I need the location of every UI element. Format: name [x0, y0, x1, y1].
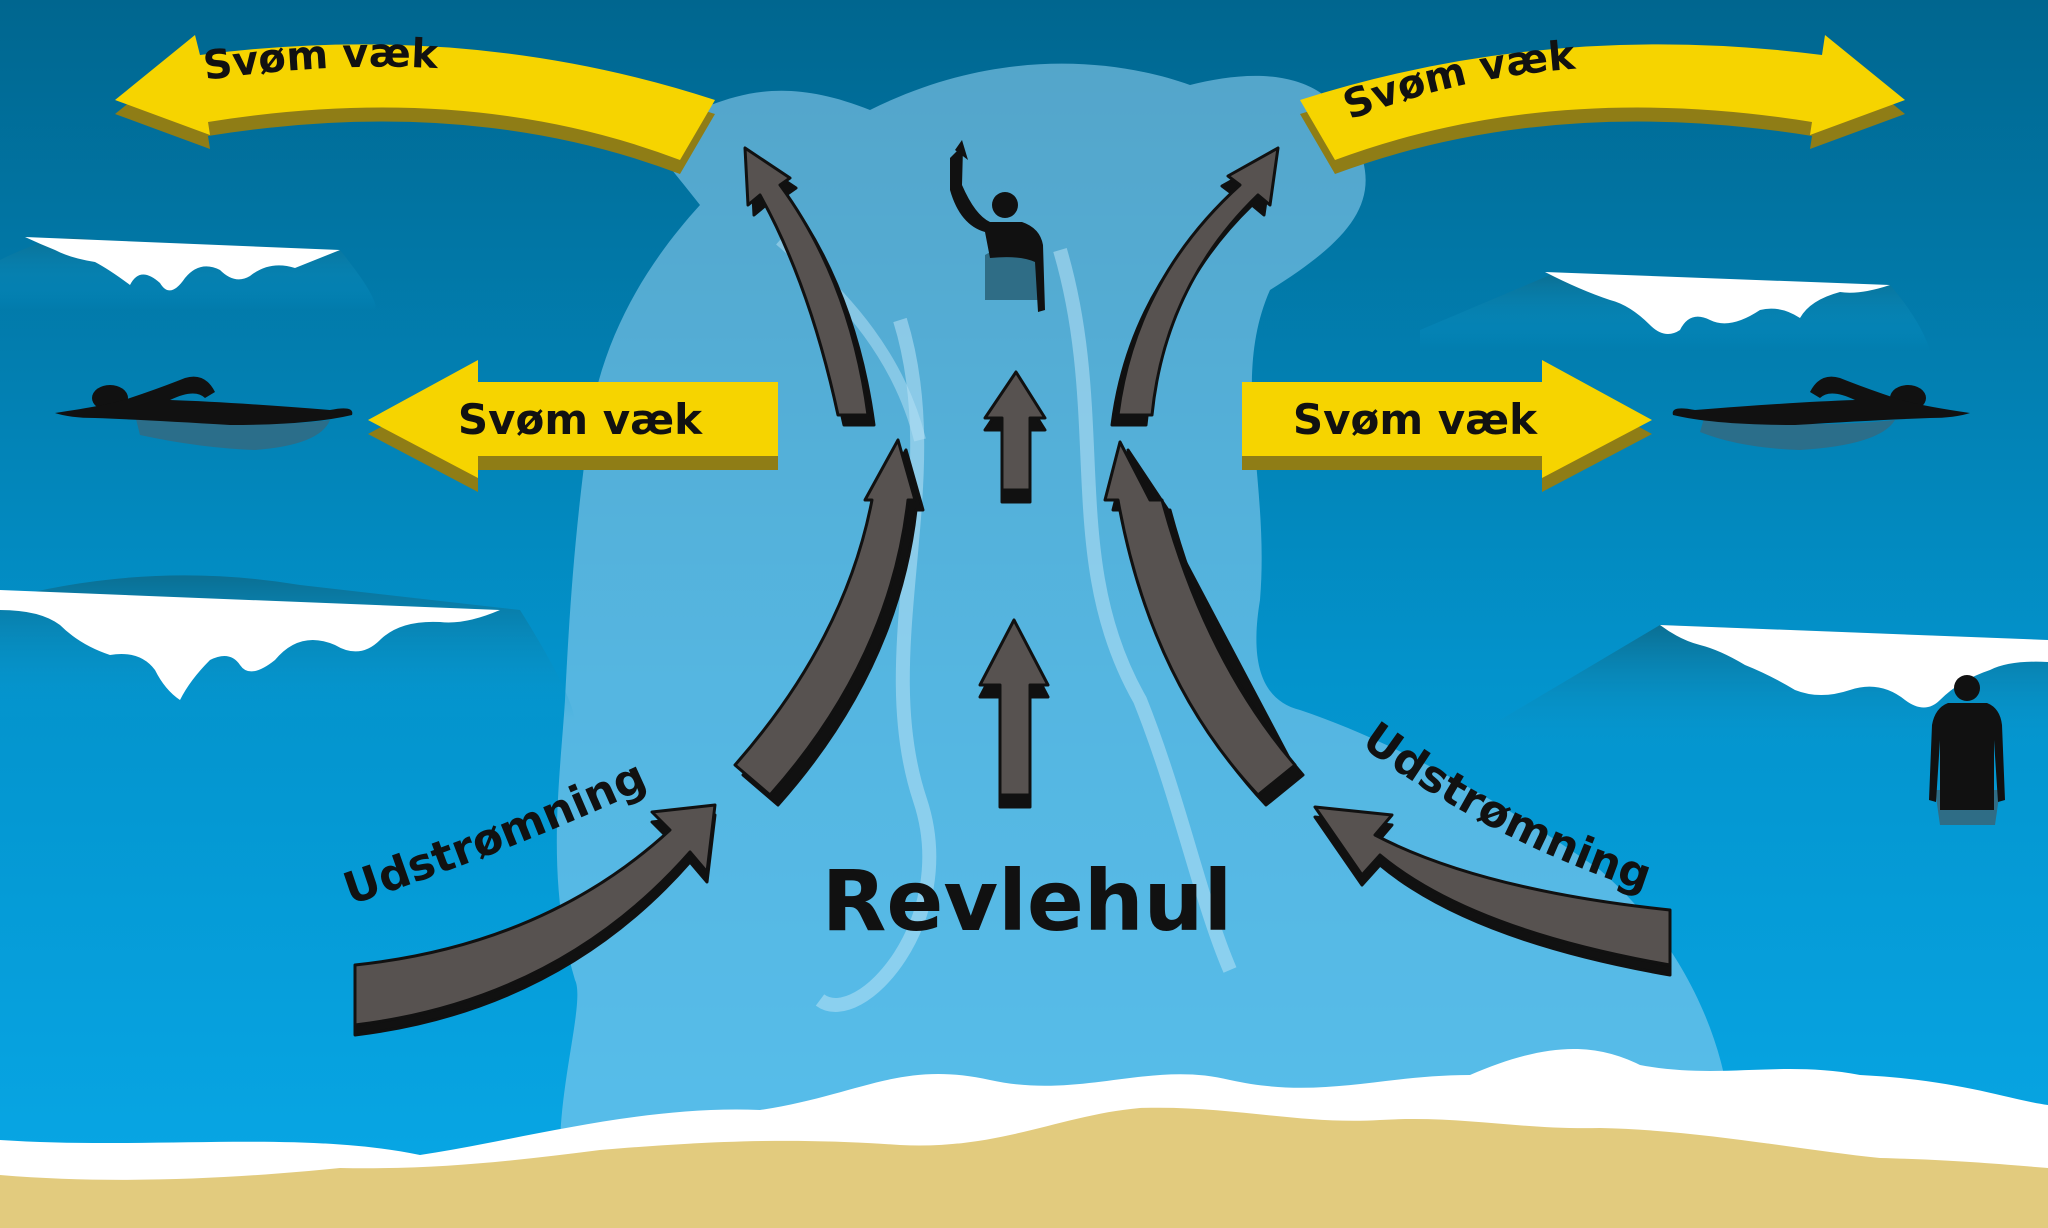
wave-right-lower [1500, 625, 2048, 760]
current-arrow [978, 618, 1050, 809]
current-arrow [1110, 146, 1280, 427]
swim-away-arrow-top-right [1300, 35, 1905, 174]
current-arrow [983, 370, 1047, 504]
wave-left-upper [0, 237, 376, 310]
swim-away-label-middle-right: Svøm væk [1293, 395, 1538, 444]
swimmer-icon [1672, 376, 1970, 450]
rip-channel-label: Revlehul [822, 852, 1233, 950]
standing-person-icon [1929, 675, 2005, 825]
current-arrow [733, 438, 925, 807]
wave-left-lower [0, 575, 575, 720]
swim-away-arrow-middle-right [1242, 360, 1652, 492]
swim-away-label-middle-left: Svøm væk [458, 395, 703, 444]
rip-channel-streak [1053, 248, 1237, 973]
swim-away-arrow-middle-left [368, 360, 778, 492]
current-arrows [353, 146, 1672, 1037]
sand [0, 1107, 2048, 1228]
current-arrow [1313, 805, 1672, 977]
current-arrow [353, 803, 717, 1037]
current-arrow [1103, 440, 1305, 807]
current-arrow [743, 146, 876, 427]
wave-right-upper [1420, 272, 1930, 350]
waving-person-icon [950, 140, 1045, 312]
swimmer-icon [55, 376, 353, 450]
rip-channel-streak [815, 317, 937, 1012]
swim-away-arrow-top-left [115, 35, 715, 174]
swim-away-arrows [115, 35, 1905, 492]
